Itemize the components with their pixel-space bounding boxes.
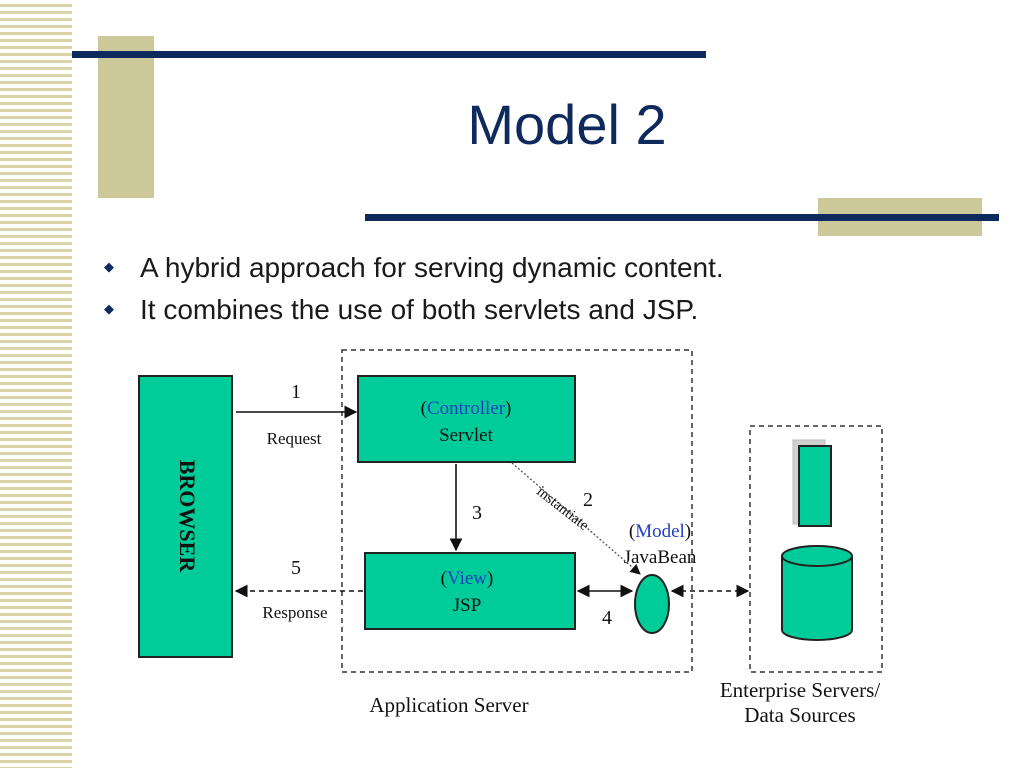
bullet-list: ◆ A hybrid approach for serving dynamic … xyxy=(104,252,944,336)
bullet-text: It combines the use of both servlets and… xyxy=(140,294,699,325)
title-rule-top xyxy=(72,51,706,58)
browser-box xyxy=(138,375,233,658)
application-server-boundary xyxy=(341,349,693,673)
model-role-label: (Model) xyxy=(629,521,691,542)
enterprise-label-line1: Enterprise Servers/ xyxy=(720,678,881,702)
diamond-bullet-icon: ◆ xyxy=(104,259,114,274)
application-server-label: Application Server xyxy=(369,693,528,717)
servlet-label: Servlet xyxy=(439,425,494,446)
step-1-label: 1 xyxy=(291,381,301,403)
enterprise-server-icon xyxy=(798,445,832,527)
title-rule-bottom xyxy=(365,214,999,221)
decorative-block-left xyxy=(98,36,154,198)
enterprise-boundary xyxy=(749,425,883,673)
view-role-label: (View) xyxy=(441,568,494,589)
step-4-label: 4 xyxy=(602,607,612,629)
step-5-label: 5 xyxy=(291,557,301,579)
database-cylinder-icon xyxy=(781,545,853,641)
jsp-label: JSP xyxy=(453,595,482,616)
controller-role-label: (Controller) xyxy=(421,398,512,419)
request-label: Request xyxy=(267,429,322,448)
browser-label: BROWSER xyxy=(175,460,200,574)
diamond-bullet-icon: ◆ xyxy=(104,301,114,316)
step-2-label: 2 xyxy=(583,489,593,511)
step-3-label: 3 xyxy=(472,502,482,524)
bullet-item: ◆ It combines the use of both servlets a… xyxy=(104,294,944,336)
javabean-shape xyxy=(634,574,670,634)
bullet-item: ◆ A hybrid approach for serving dynamic … xyxy=(104,252,944,294)
instantiate-arrow xyxy=(511,462,641,575)
decorative-stripes xyxy=(0,0,72,768)
view-jsp-box xyxy=(364,552,576,630)
enterprise-label-line2: Data Sources xyxy=(744,703,855,727)
javabean-label: JavaBean xyxy=(624,547,697,568)
controller-servlet-box xyxy=(357,375,576,463)
slide-title: Model 2 xyxy=(467,93,667,156)
bullet-text: A hybrid approach for serving dynamic co… xyxy=(140,252,724,283)
response-label: Response xyxy=(262,603,327,622)
